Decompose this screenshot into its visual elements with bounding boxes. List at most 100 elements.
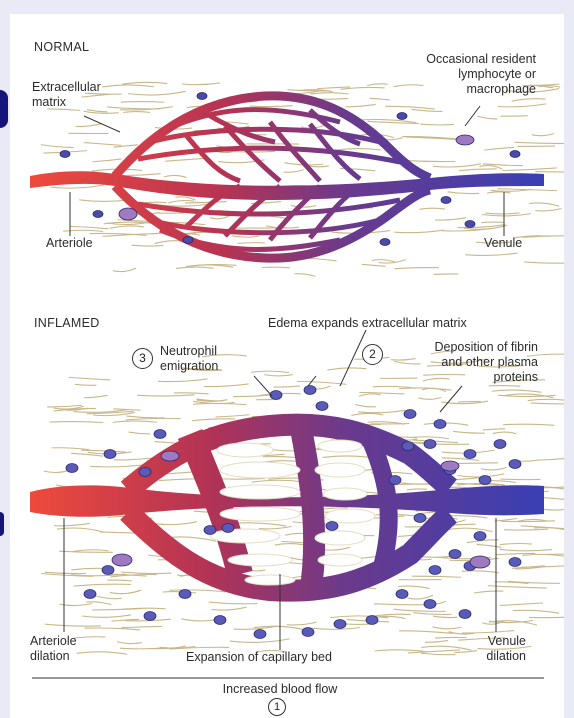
matrix-fiber (132, 245, 164, 246)
matrix-fiber (532, 133, 554, 135)
matrix-fiber (489, 386, 521, 387)
matrix-fiber (528, 399, 564, 400)
matrix-fiber (515, 142, 564, 143)
matrix-fiber (110, 590, 141, 594)
fibroblast-nucleus (380, 239, 390, 246)
extracellular-matrix-label: Extracellular matrix (32, 80, 101, 110)
neutrophil (509, 460, 521, 469)
matrix-fiber (76, 124, 102, 127)
matrix-fiber (259, 526, 292, 529)
matrix-fiber (493, 432, 516, 434)
matrix-fiber (175, 197, 195, 200)
matrix-fiber (491, 190, 532, 192)
matrix-fiber (513, 610, 559, 613)
inflamed-heading: INFLAMED (34, 316, 100, 331)
matrix-fiber (531, 403, 564, 404)
matrix-fiber (500, 116, 527, 117)
neutrophil (404, 410, 416, 419)
neutrophil (509, 558, 521, 567)
neutrophil (326, 522, 338, 531)
matrix-fiber (504, 529, 548, 530)
neutrophil (302, 628, 314, 637)
matrix-fiber (204, 384, 249, 387)
matrix-fiber (465, 253, 517, 255)
fibroblast-nucleus (183, 237, 193, 244)
matrix-fiber (74, 584, 131, 586)
matrix-fiber (419, 398, 442, 400)
matrix-fiber (158, 379, 208, 382)
matrix-fiber (481, 467, 507, 470)
matrix-fiber (453, 431, 485, 433)
matrix-fiber (174, 393, 209, 394)
arteriole-dilation-label: Arteriole dilation (30, 634, 77, 664)
arteriole-label: Arteriole (46, 236, 93, 251)
matrix-fiber (41, 145, 74, 148)
matrix-fiber (375, 650, 427, 652)
matrix-fiber (409, 442, 469, 444)
matrix-fiber (284, 170, 304, 173)
matrix-fiber (297, 381, 346, 384)
matrix-fiber (84, 143, 121, 146)
matrix-fiber (107, 580, 132, 581)
step-2-marker: 2 (362, 344, 383, 365)
matrix-fiber (394, 230, 443, 233)
matrix-fiber (442, 458, 479, 461)
matrix-fiber (287, 622, 317, 625)
neutrophil (139, 468, 151, 477)
matrix-fiber (122, 82, 167, 84)
matrix-fiber (462, 631, 514, 634)
matrix-fiber (50, 422, 104, 423)
matrix-fiber (485, 213, 519, 214)
fibroblast-nucleus (510, 151, 520, 158)
matrix-fiber (82, 615, 131, 618)
matrix-fiber (52, 448, 90, 450)
neutrophil (402, 442, 414, 451)
neutrophil (104, 450, 116, 459)
matrix-fiber (351, 413, 383, 415)
neutrophil (449, 550, 461, 559)
neutrophil (429, 566, 441, 575)
matrix-fiber (121, 626, 162, 627)
matrix-fiber (483, 429, 505, 430)
matrix-fiber (51, 185, 104, 188)
matrix-fiber (110, 226, 144, 228)
neutrophil (154, 430, 166, 439)
matrix-fiber (359, 392, 404, 394)
matrix-fiber (451, 463, 498, 464)
matrix-fiber (481, 222, 503, 223)
matrix-fiber (524, 262, 564, 263)
macrophage-cell (161, 451, 179, 461)
fibrin-deposition-label: Deposition of fibrin and other plasma pr… (388, 340, 538, 385)
matrix-fiber (535, 209, 561, 211)
matrix-fiber (85, 628, 140, 630)
matrix-fiber (72, 550, 108, 552)
matrix-fiber (209, 602, 258, 604)
matrix-fiber (254, 626, 304, 629)
matrix-fiber (495, 519, 518, 522)
matrix-fiber (232, 236, 259, 237)
neutrophil (179, 590, 191, 599)
neutrophil (84, 590, 96, 599)
matrix-fiber (502, 168, 557, 170)
matrix-fiber (500, 603, 543, 605)
edema-label: Edema expands extracellular matrix (268, 316, 467, 331)
matrix-fiber (113, 268, 136, 271)
neutrophil (459, 610, 471, 619)
matrix-fiber (432, 627, 461, 629)
fibroblast-nucleus (60, 151, 70, 158)
matrix-fiber (498, 395, 555, 396)
matrix-fiber (425, 640, 448, 642)
neutrophil (334, 620, 346, 629)
matrix-fiber (126, 416, 164, 418)
neutrophil (424, 440, 436, 449)
matrix-fiber (192, 419, 235, 421)
neutrophil (494, 440, 506, 449)
neutrophil (304, 386, 316, 395)
resident-cells-label: Occasional resident lymphocyte or macrop… (378, 52, 536, 97)
matrix-fiber (96, 596, 121, 599)
neutrophil (254, 630, 266, 639)
neutrophil (270, 391, 282, 400)
neutrophil (366, 616, 378, 625)
matrix-fiber (359, 394, 381, 396)
matrix-fiber (500, 549, 553, 550)
